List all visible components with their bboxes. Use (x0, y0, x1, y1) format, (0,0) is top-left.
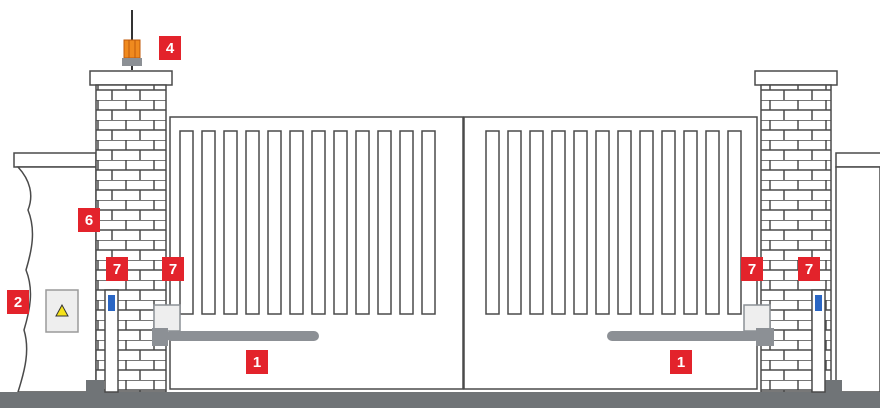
ground-step-left (86, 380, 104, 392)
right-pillar-cap (754, 70, 838, 86)
left-wall (13, 152, 97, 393)
photocell-left-outer-icon (104, 289, 119, 393)
gate-slat (661, 130, 676, 315)
warning-triangle-icon (55, 303, 69, 317)
photocell-right-outer-icon (811, 289, 826, 393)
gate-slat (289, 130, 304, 315)
label-key-selector: 6 (78, 208, 100, 232)
gate-slat (377, 130, 392, 315)
gate-slat (421, 130, 436, 315)
gate-slat (507, 130, 522, 315)
left-wall-body (16, 166, 97, 393)
gate-slat (179, 130, 194, 315)
right-wall-body (835, 166, 880, 393)
gate-leaf-left (169, 116, 464, 390)
gate-slat (223, 130, 238, 315)
right-wall (835, 152, 880, 393)
gate-motor-left-icon (152, 304, 319, 346)
label-motor-left: 1 (246, 350, 268, 374)
left-wall-coping (13, 152, 97, 168)
gate-slat (399, 130, 414, 315)
gate-slat (267, 130, 282, 315)
ground-step-right (822, 380, 842, 392)
right-wall-coping (835, 152, 880, 168)
gate-slat (573, 130, 588, 315)
gate-slats-right (485, 130, 742, 315)
control-box-icon (45, 289, 79, 333)
label-flashing-light: 4 (159, 36, 181, 60)
gate-slat (551, 130, 566, 315)
gate-slats-left (179, 130, 436, 315)
gate-slat (311, 130, 326, 315)
gate-slat (333, 130, 348, 315)
label-control-unit: 2 (7, 290, 29, 314)
flashing-lamp-icon (122, 10, 142, 70)
label-photocell-right-outer: 7 (798, 257, 820, 281)
gate-slat (485, 130, 500, 315)
gate-slat (529, 130, 544, 315)
gate-slat (355, 130, 370, 315)
label-photocell-right-inner: 7 (741, 257, 763, 281)
label-photocell-left-outer: 7 (106, 257, 128, 281)
label-photocell-left-inner: 7 (162, 257, 184, 281)
gate-motor-right-icon (607, 304, 774, 346)
gate-slat (705, 130, 720, 315)
gate-slat (639, 130, 654, 315)
gate-slat (201, 130, 216, 315)
label-motor-right: 1 (670, 350, 692, 374)
gate-slat (245, 130, 260, 315)
gate-slat (727, 130, 742, 315)
gate-slat (683, 130, 698, 315)
gate-leaf-right (463, 116, 758, 390)
gate-slat (595, 130, 610, 315)
gate-slat (617, 130, 632, 315)
ground (0, 392, 880, 408)
left-pillar-cap (89, 70, 173, 86)
